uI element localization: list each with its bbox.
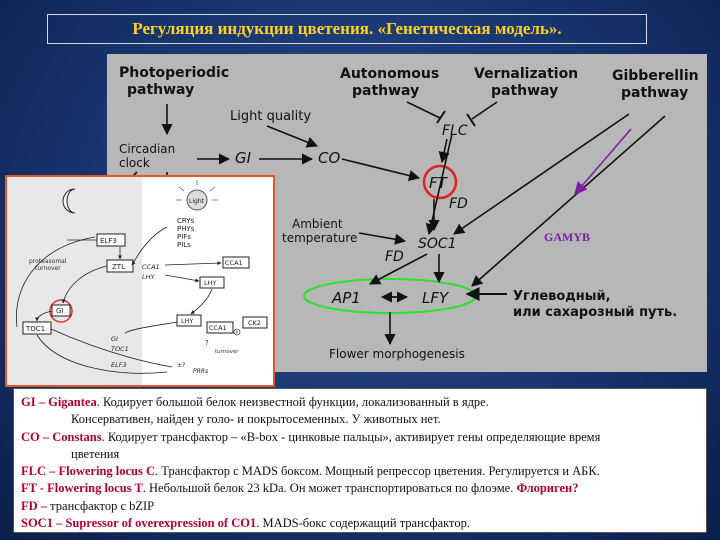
autonomous-pathway-label: Autonomous pathway — [340, 66, 444, 99]
ck2-box — [242, 316, 268, 329]
caption-co: CO – Constans. Кодирует трансфактор – «B… — [21, 429, 601, 444]
turnover-label: turnover — [215, 349, 239, 355]
cca1-p-label: CCA1 — [209, 324, 227, 332]
cca1-protein-box — [222, 256, 250, 269]
ft-highlight-circle — [422, 164, 458, 200]
caption-flc: FLC – Flowering locus C. Трансфактор с M… — [21, 464, 600, 479]
light-quality-label: Light quality — [230, 109, 311, 124]
prr-modifier-label: ±? — [177, 362, 185, 369]
ap1-node: AP1 — [331, 289, 361, 307]
flc-node: FLC — [442, 123, 468, 139]
toc1-label: TOC1 — [25, 325, 45, 333]
carbohydrate-pathway-note: Углеводный, или сахарозный путь. — [513, 289, 677, 320]
fd-secondary-node: FD — [385, 249, 404, 265]
photoreceptor-labels: CRYs PHYs PIFs PILs — [177, 217, 197, 249]
gene-glossary: GI – Gigantea. Кодирует большой белок не… — [13, 388, 707, 533]
soc1-node: SOC1 — [418, 236, 457, 252]
gi-node: GI — [235, 149, 252, 167]
lhy-protein-box — [199, 276, 225, 289]
cca1-gene-label: CCA1 LHY — [142, 263, 162, 281]
moon-icon — [62, 188, 76, 214]
ztl-label: ZTL — [112, 263, 125, 271]
fd-node: FD — [449, 196, 468, 212]
light-label: Light — [189, 198, 205, 205]
gi-box — [51, 304, 71, 317]
night-phase-background — [7, 177, 142, 385]
slide-title: Регуляция индукции цветения. «Генетическ… — [47, 14, 647, 44]
caption-co-cont: цветения — [71, 446, 120, 461]
sun-icon — [186, 189, 208, 211]
photoperiodic-pathway-label: Photoperiodic pathway — [119, 65, 234, 98]
ft-node: FT — [429, 174, 449, 192]
gamyb-arrow — [574, 128, 632, 195]
unknown-factor-label: ? — [205, 339, 209, 347]
vernalization-pathway-label: Vernalization pathway — [474, 66, 583, 99]
gamyb-label: GAMYB — [544, 230, 590, 244]
lhy-box — [176, 314, 202, 327]
ap1-lfy-highlight-ellipse — [303, 278, 477, 314]
caption-gi-cont: Консервативен, найден у голо- и покрытос… — [71, 412, 441, 427]
gibberellin-pathway-label: Gibberellin pathway — [612, 68, 703, 101]
toc1-box — [22, 321, 52, 335]
gi-inset-label: GI — [56, 307, 64, 315]
phospho-label: P — [236, 330, 239, 335]
proteasomal-turnover-label: proteasomal turnover — [29, 258, 68, 272]
inset-arrows — [15, 226, 222, 374]
output-gene-labels: GI TOC1 ELF3 — [111, 335, 131, 369]
circadian-clock-inset: Light CRYs PHYs PIFs PILs ELF3 ZTL prote… — [5, 175, 275, 387]
co-node: CO — [318, 149, 340, 167]
sun-rays — [176, 180, 218, 201]
prrs-label: PRRs — [193, 368, 208, 375]
elf3-label: ELF3 — [100, 237, 117, 245]
caption-gi: GI – Gigantea. Кодирует большой белок не… — [21, 395, 489, 409]
caption-ft: FT - Flowering locus T. Небольшой белок … — [21, 481, 579, 496]
lhy-label: LHY — [181, 317, 194, 325]
phospho-marker — [233, 328, 241, 336]
circadian-clock-label: Circadian clock — [119, 142, 179, 170]
caption-soc1: SOC1 – Supressor of overexpression of CO… — [21, 516, 470, 531]
caption-fd: FD – трансфактор с bZIP — [21, 498, 155, 513]
cca1-p-box — [206, 321, 234, 334]
lfy-node: LFY — [422, 289, 450, 307]
flower-morphogenesis-label: Flower morphogenesis — [329, 347, 465, 361]
lhy-protein-label: LHY — [204, 279, 217, 287]
ck2-label: CK2 — [248, 319, 261, 327]
ambient-temperature-label: Ambient temperature — [282, 217, 357, 245]
gi-highlight-circle — [49, 299, 73, 323]
cca1-protein-label: CCA1 — [225, 259, 243, 267]
